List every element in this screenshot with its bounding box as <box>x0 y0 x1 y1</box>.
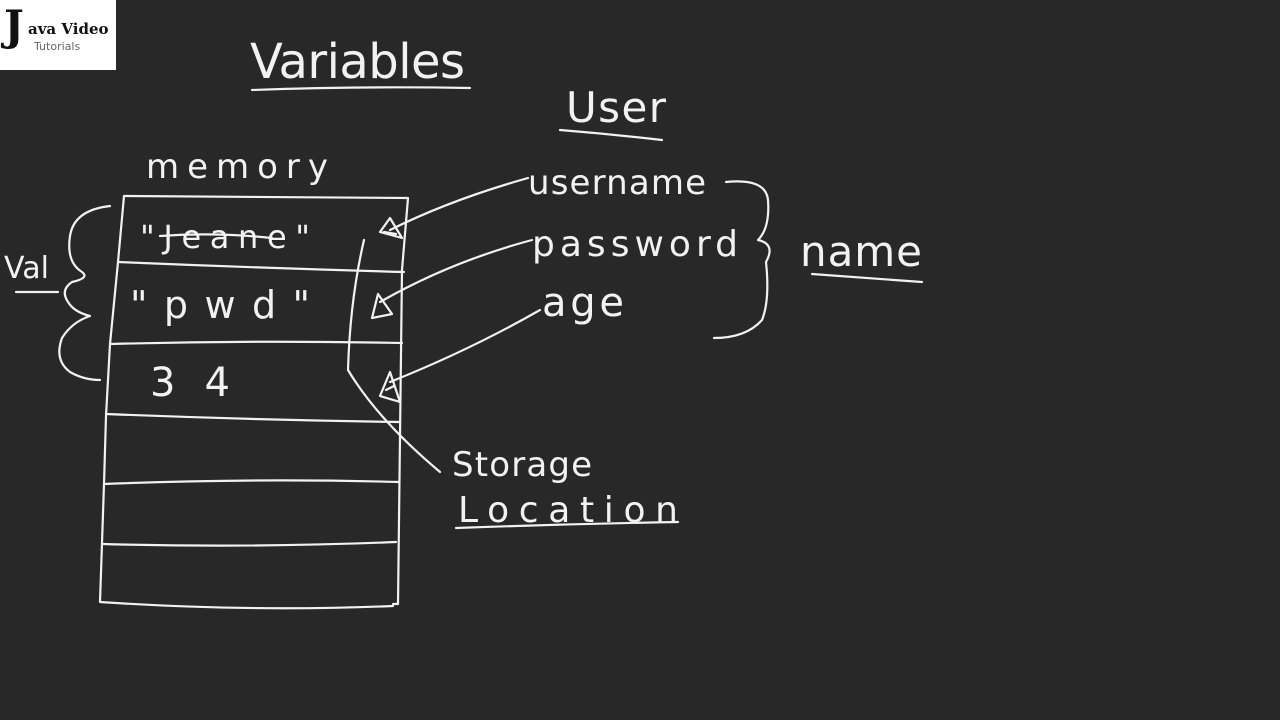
storage-location-arrowhead-3 <box>378 370 402 404</box>
logo-mark: J <box>4 1 24 50</box>
memory-label: memory <box>146 147 328 187</box>
memory-cell-1-value: "Jeane" <box>140 218 310 256</box>
memory-cell-3-value: 34 <box>150 360 230 406</box>
memory-block <box>98 194 410 610</box>
title-underline <box>250 86 472 92</box>
storage-location-arrowhead-2 <box>370 292 394 320</box>
user-underline <box>558 128 664 142</box>
board-title: Variables <box>250 34 465 90</box>
name-brace <box>712 180 771 340</box>
val-brace <box>58 204 112 382</box>
arrow-username-to-storage <box>388 176 530 232</box>
strikethrough-mark <box>158 233 274 240</box>
user-field-password: password <box>532 224 738 265</box>
val-label: Val <box>4 251 49 286</box>
storage-location-arrowhead-1 <box>378 216 404 240</box>
logo-title: ava Video <box>28 20 109 38</box>
java-video-tutorials-logo: J ava Video Tutorials <box>0 0 116 70</box>
arrow-password-to-storage <box>378 238 534 304</box>
user-field-age: age <box>542 280 624 326</box>
arrow-age-to-storage <box>388 308 542 384</box>
name-underline <box>810 272 924 284</box>
storage-label-line1: Storage <box>452 445 592 485</box>
storage-label-underline <box>454 520 680 530</box>
name-label: name <box>800 227 922 276</box>
logo-subtitle: Tutorials <box>34 40 81 53</box>
storage-location-line <box>346 238 442 474</box>
user-field-username: username <box>528 163 706 203</box>
memory-cell-2-value: "pwd" <box>130 283 310 327</box>
user-label: User <box>566 83 667 132</box>
